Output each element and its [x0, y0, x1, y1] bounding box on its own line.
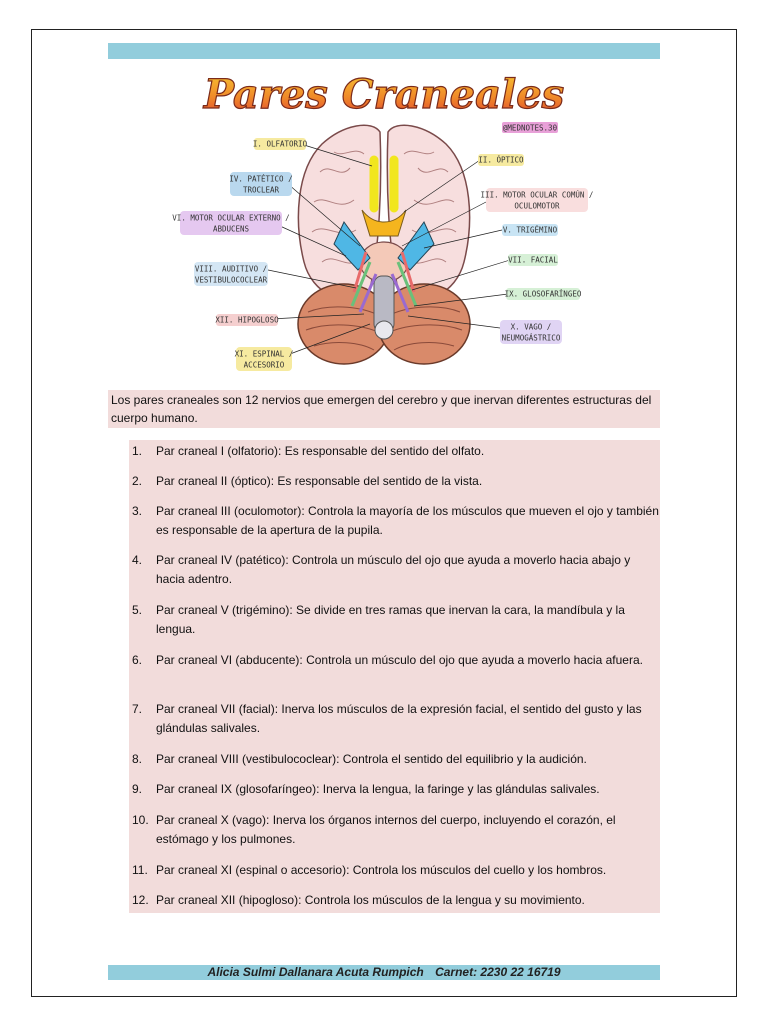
list-number: 10.	[132, 813, 149, 827]
list-text: Par craneal VII (facial): Inerva los mús…	[156, 702, 642, 735]
list-number: 11.	[132, 863, 148, 877]
label-espinal-1: XI. ESPINAL /	[235, 350, 294, 359]
label-motor-ocular-comun-2: OCULOMOTOR	[514, 202, 560, 211]
list-text: Par craneal VIII (vestibulococlear): Con…	[156, 752, 587, 766]
label-motor-ocular-externo-2: ABDUCENS	[213, 225, 250, 234]
list-number: 6.	[132, 653, 143, 667]
list-text: Par craneal VI (abducente): Controla un …	[156, 653, 643, 667]
list-text: Par craneal XI (espinal o accesorio): Co…	[156, 863, 607, 877]
list-text: Par craneal I (olfatorio): Es responsabl…	[156, 444, 485, 458]
list-text: Par craneal V (trigémino): Se divide en …	[156, 603, 625, 636]
label-espinal-2: ACCESORIO	[244, 361, 285, 370]
label-hipogloso: XII. HIPOGLOSO	[215, 316, 279, 325]
list-number: 2.	[132, 474, 143, 488]
label-optico: II. ÓPTICO	[478, 156, 524, 165]
label-facial: VII. FACIAL	[508, 256, 558, 265]
list-text: Par craneal XII (hipogloso): Controla lo…	[156, 893, 585, 907]
list-number: 3.	[132, 504, 143, 518]
list-number: 12.	[132, 893, 149, 907]
label-glosofaringeo: IX. GLOSOFARÍNGEO	[505, 290, 582, 299]
footer-bar: Alicia Sulmi Dallanara Acuta Rumpich Car…	[108, 965, 660, 980]
page-frame	[31, 29, 737, 997]
list-number: 1.	[132, 444, 143, 458]
label-motor-ocular-externo-1: VI. MOTOR OCULAR EXTERNO /	[172, 214, 289, 223]
label-patetico-1: IV. PATÉTICO /	[229, 175, 292, 184]
list-text: Par craneal X (vago): Inerva los órganos…	[156, 813, 616, 846]
list-text: Par craneal IV (patético): Controla un m…	[156, 553, 631, 586]
label-patetico-2: TROCLEAR	[243, 186, 280, 195]
list-number: 8.	[132, 752, 143, 766]
label-auditivo-1: VIII. AUDITIVO /	[195, 265, 267, 274]
footer-author: Alicia Sulmi Dallanara Acuta Rumpich	[207, 965, 424, 979]
label-vago-1: X. VAGO /	[511, 323, 552, 332]
label-motor-ocular-comun-1: III. MOTOR OCULAR COMÚN /	[481, 191, 594, 200]
cranial-nerves-list: 1. Par craneal I (olfatorio): Es respons…	[129, 440, 660, 913]
intro-paragraph: Los pares craneales son 12 nervios que e…	[108, 390, 660, 428]
brain-drawing	[297, 124, 471, 365]
handle-text: @MEDNOTES.30	[503, 124, 558, 133]
label-auditivo-2: VESTIBULOCOCLEAR	[195, 276, 268, 285]
cranial-nerves-illustration: Pares Craneales @MEDNOTES.30	[108, 62, 660, 386]
list-number: 5.	[132, 603, 143, 617]
list-number: 7.	[132, 702, 143, 716]
leader-lines	[251, 144, 511, 355]
list-number: 9.	[132, 782, 143, 796]
list-text: Par craneal II (óptico): Es responsable …	[156, 474, 483, 488]
label-trigemino: V. TRIGÉMINO	[503, 226, 558, 235]
label-olfatorio: I. OLFATORIO	[253, 140, 308, 149]
list-text: Par craneal III (oculomotor): Controla l…	[156, 504, 659, 537]
list-text: Par craneal IX (glosofaríngeo): Inerva l…	[156, 782, 600, 796]
figure-title: Pares Craneales	[203, 71, 564, 118]
list-number: 4.	[132, 553, 143, 567]
label-vago-2: NEUMOGÁSTRICO	[502, 334, 561, 343]
handle-badge	[502, 122, 558, 133]
header-bar	[108, 43, 660, 59]
footer-carnet: Carnet: 2230 22 16719	[435, 965, 561, 979]
